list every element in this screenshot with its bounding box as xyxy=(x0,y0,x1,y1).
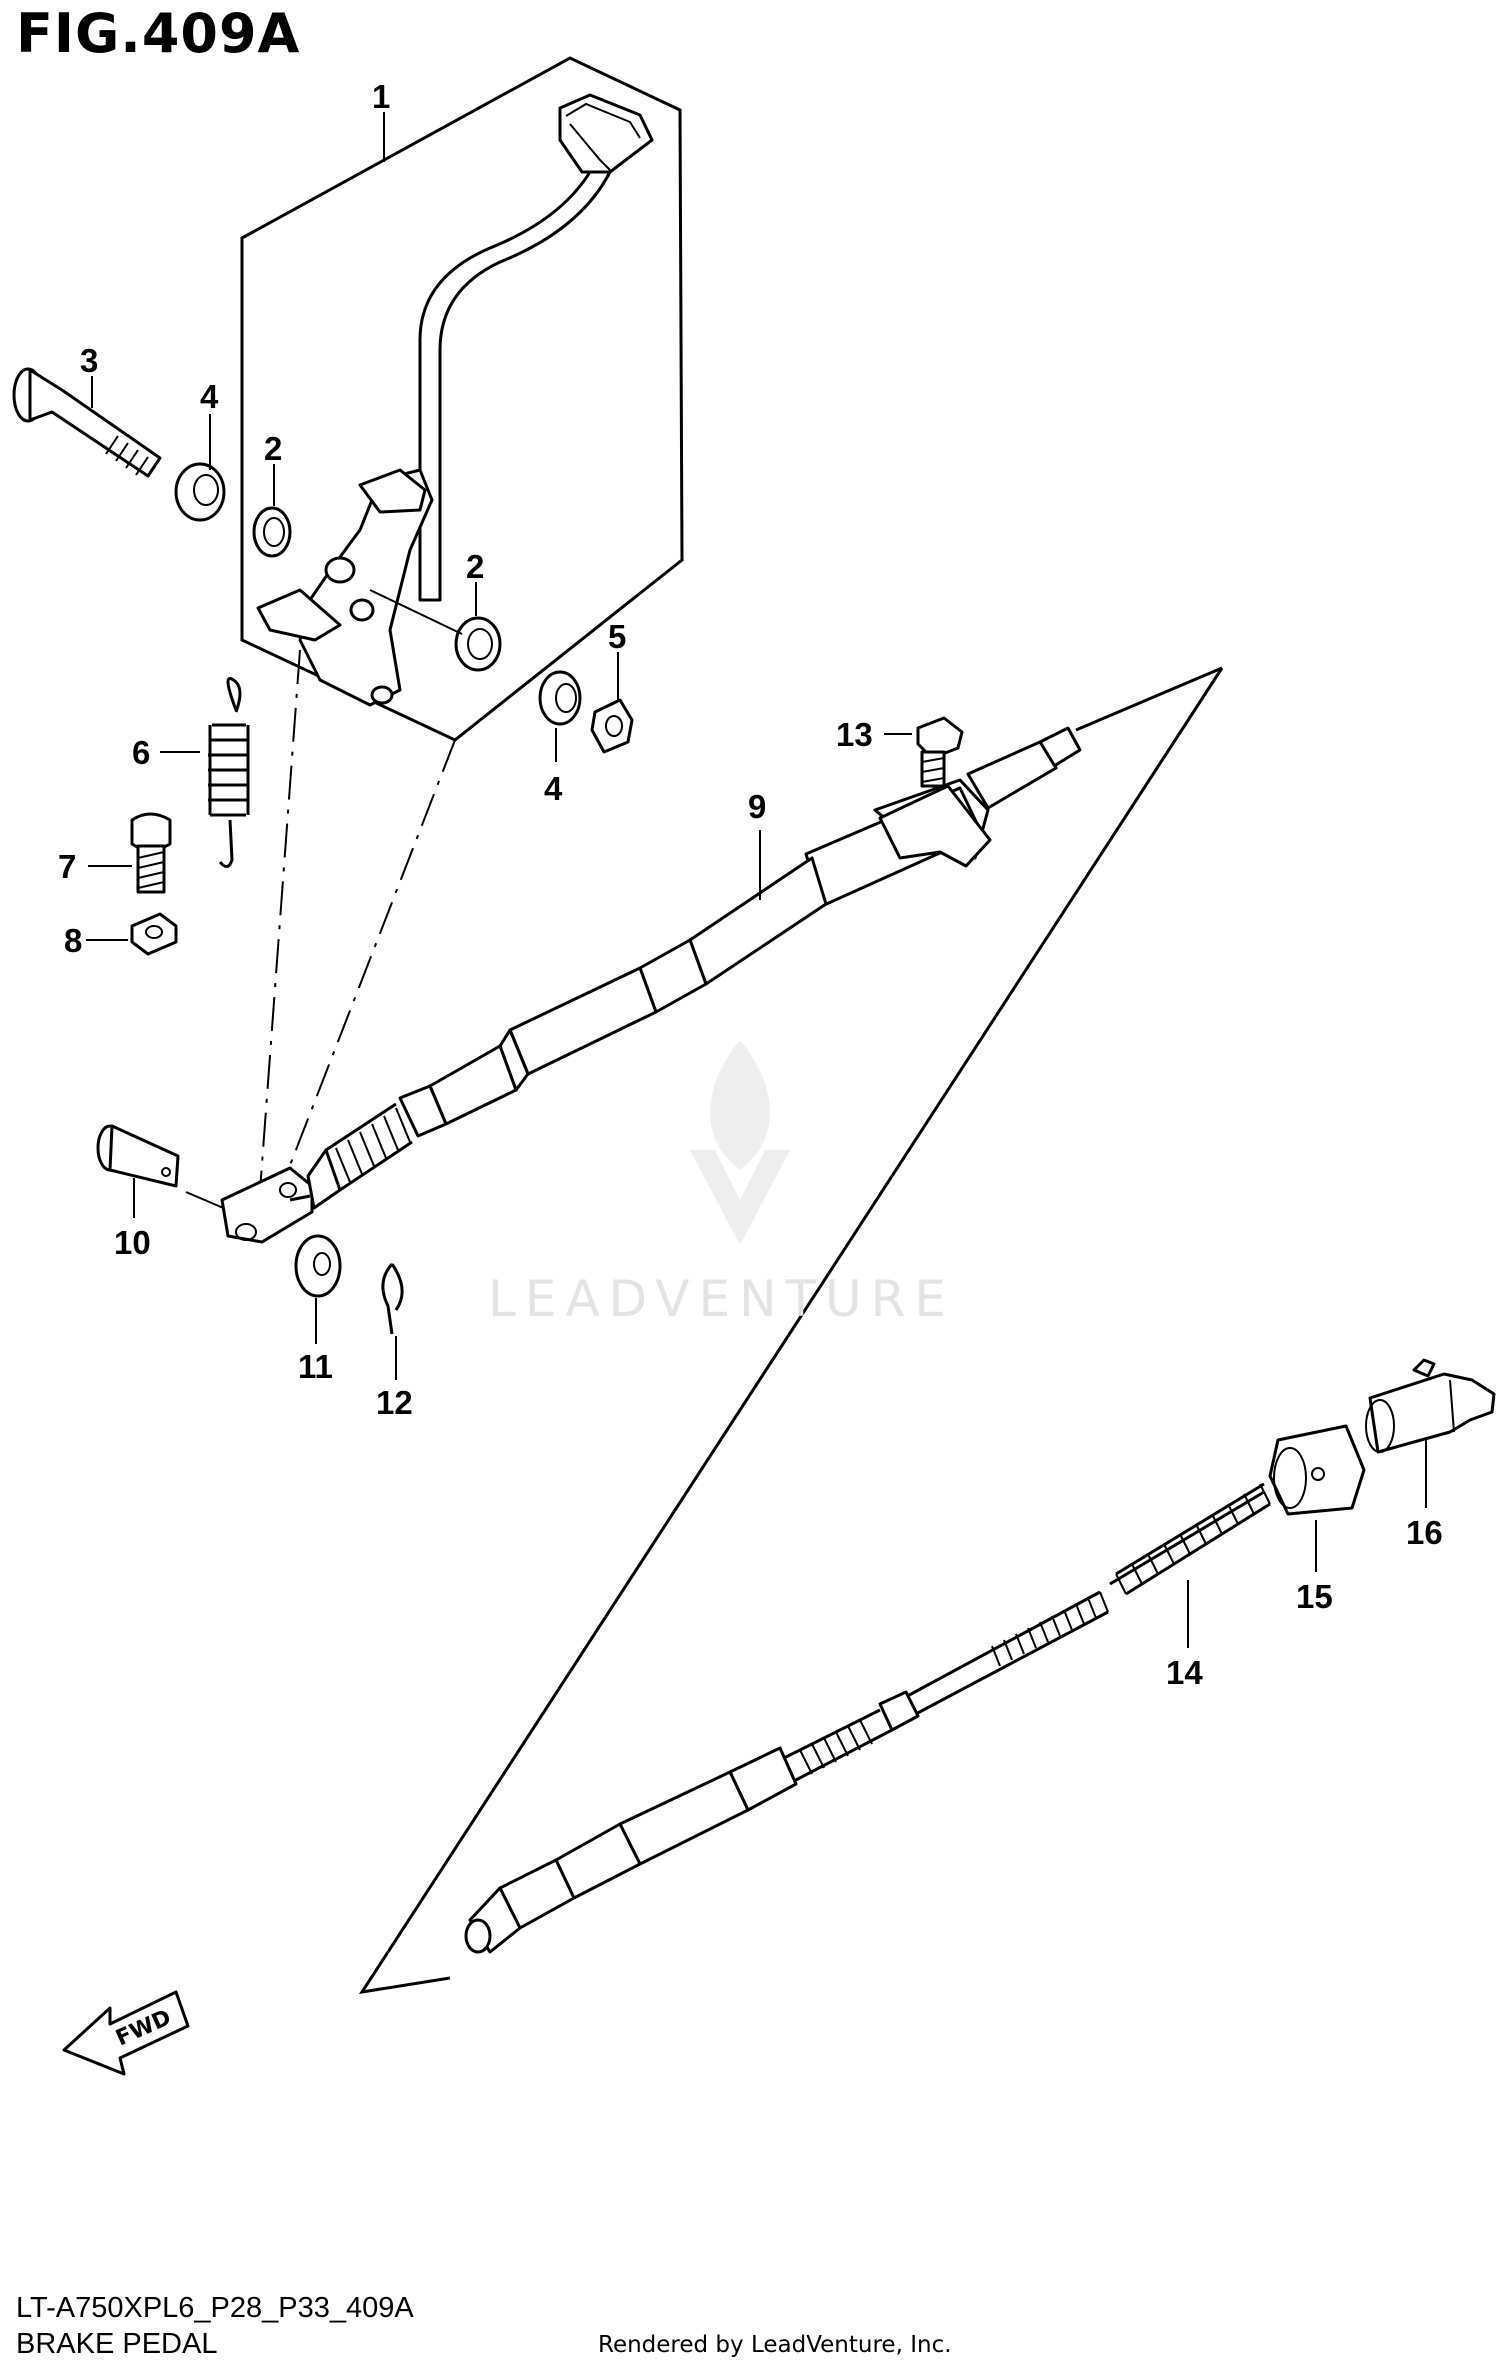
collar-4-upper xyxy=(174,462,226,522)
joint-15 xyxy=(1268,1424,1366,1516)
rod-spring-14 xyxy=(1109,1482,1271,1596)
figure-title: FIG.409A xyxy=(16,2,301,65)
callout-2a: 2 xyxy=(264,430,282,467)
callout-14: 14 xyxy=(1166,1654,1203,1691)
oil-seal-2-upper xyxy=(252,506,292,558)
bolt-7 xyxy=(130,812,172,894)
collar-4-lower xyxy=(538,670,582,726)
brake-cable-9 xyxy=(289,666,1223,1210)
pedal-group-outline xyxy=(240,56,684,742)
clevis-end xyxy=(220,1166,314,1244)
callout-4a: 4 xyxy=(200,378,219,415)
callout-10: 10 xyxy=(114,1224,151,1261)
callout-3: 3 xyxy=(80,342,98,379)
callout-16: 16 xyxy=(1406,1514,1443,1551)
rendered-by-credit: Rendered by LeadVenture, Inc. xyxy=(598,2332,952,2358)
callout-11: 11 xyxy=(298,1348,333,1385)
clevis-pin xyxy=(96,1124,229,1211)
bolt-13 xyxy=(916,716,964,788)
callout-4b: 4 xyxy=(544,770,563,807)
arm-16 xyxy=(1365,1358,1496,1454)
callout-8: 8 xyxy=(64,922,82,959)
callout-13: 13 xyxy=(836,716,873,753)
watermark-text: LEADVENTURE xyxy=(488,1270,955,1328)
callout-1: 1 xyxy=(372,78,390,115)
clip-12 xyxy=(381,1263,404,1335)
brake-pedal xyxy=(256,93,654,707)
oil-seal-2-lower xyxy=(369,589,502,672)
leadventure-flame-logo-icon xyxy=(690,1040,790,1245)
guide-line xyxy=(358,667,1224,1995)
brake-rod-14 xyxy=(464,1590,1109,1954)
model-code: LT-A750XPL6_P28_P33_409A xyxy=(16,2292,414,2324)
projection-lines xyxy=(257,649,456,1223)
section-name: BRAKE PEDAL xyxy=(16,2328,218,2360)
callout-5: 5 xyxy=(608,618,626,655)
callout-6: 6 xyxy=(132,734,150,771)
callout-9: 9 xyxy=(748,788,766,825)
callout-12: 12 xyxy=(376,1384,413,1421)
washer-11 xyxy=(294,1234,342,1298)
return-spring xyxy=(208,677,250,868)
leader-lines xyxy=(86,112,1427,1648)
fwd-arrow-icon: FWD xyxy=(62,1990,190,2076)
nut-8 xyxy=(130,912,178,956)
callout-7: 7 xyxy=(58,848,76,885)
nut-5 xyxy=(590,698,634,754)
pivot-bolt xyxy=(12,367,162,478)
callout-2b: 2 xyxy=(466,548,484,585)
callout-15: 15 xyxy=(1296,1578,1333,1615)
